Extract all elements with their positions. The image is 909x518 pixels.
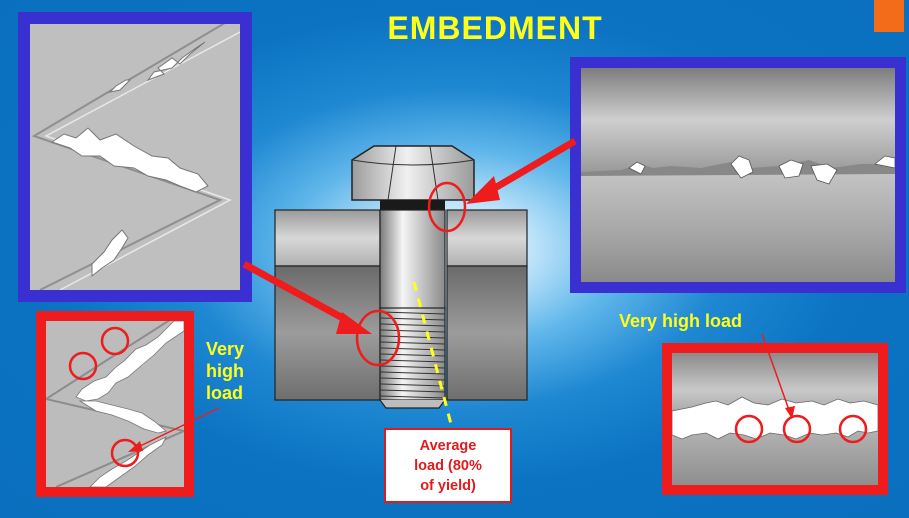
very-high-load-label-right: Very high load (619, 311, 743, 331)
thread-surface-closeup (30, 24, 240, 290)
bearing-contact-points-panel (662, 343, 888, 495)
bearing-surface-closeup (581, 68, 895, 282)
thread-contact-points (46, 321, 184, 487)
bearing-contact-points (672, 353, 878, 485)
average-load-callout: Average load (80% of yield) (384, 428, 512, 503)
slide-title: EMBEDMENT (387, 10, 603, 46)
very-high-load-label-left: Very high load (206, 339, 245, 403)
thread-contact-points-panel (36, 311, 194, 497)
bearing-surface-closeup-panel (570, 57, 906, 293)
corner-accent (874, 0, 904, 32)
thread-surface-closeup-panel (18, 12, 252, 302)
